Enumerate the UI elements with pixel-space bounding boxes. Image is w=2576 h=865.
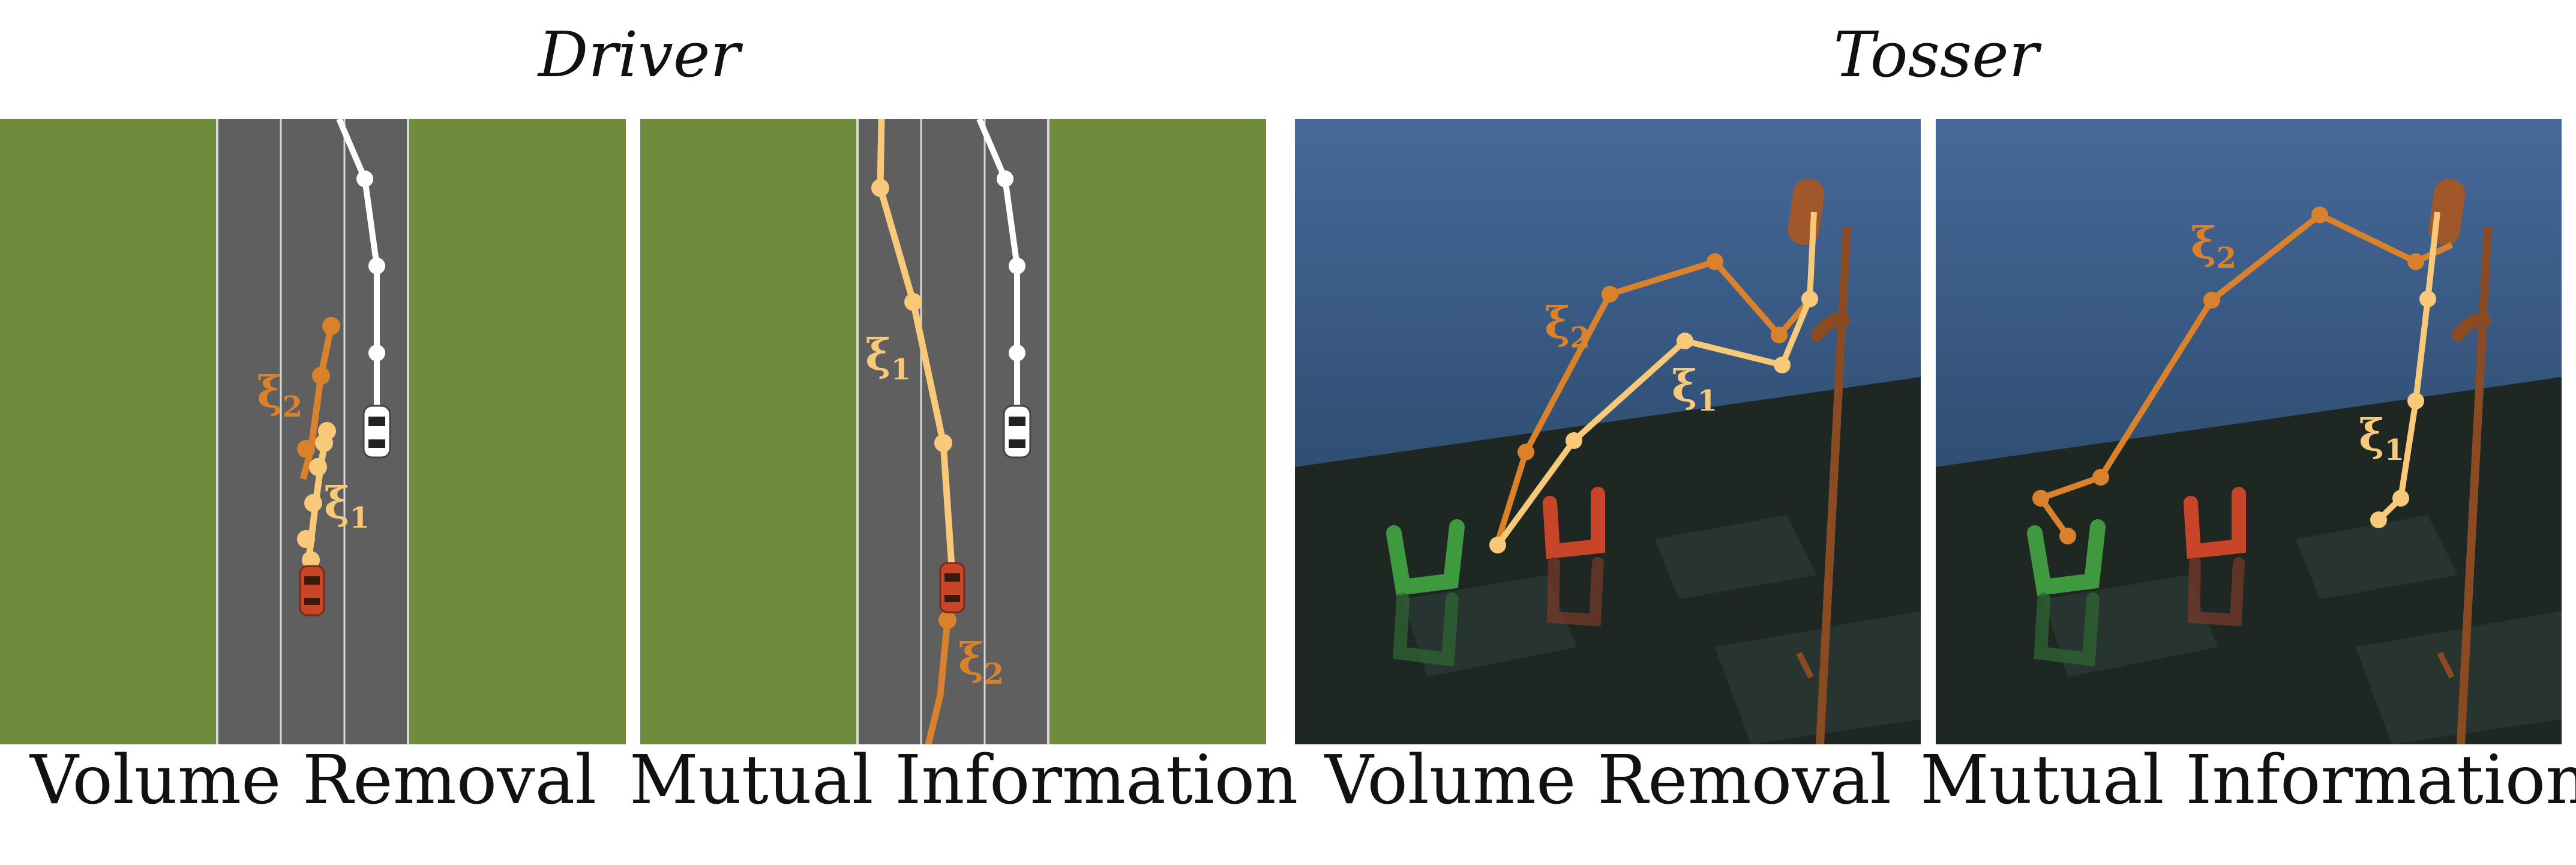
xi1-waypoints: [871, 179, 952, 452]
red-basket: [1543, 487, 1605, 559]
robot-arm: [1788, 179, 1851, 744]
tosser-mutual-information-panel: ξ2 ξ1: [1936, 119, 2562, 744]
xi2-waypoints: [2032, 206, 2424, 544]
floor-tile: [1715, 611, 1921, 744]
floor-tile: [2356, 611, 2562, 744]
xi2-waypoints: [938, 611, 956, 629]
caption-driver-mutual-information: Mutual Information: [629, 741, 1299, 819]
robot-car-icon: [299, 565, 325, 616]
xi1-label: ξ1: [324, 477, 370, 535]
tosser-volume-removal-panel: ξ2 ξ1: [1295, 119, 1921, 744]
human-car-waypoints: [997, 170, 1025, 361]
driver-volume-removal-panel: ξ2 ξ1: [0, 119, 626, 744]
xi1-waypoints: [1489, 291, 1818, 553]
tosser-group-title: Tosser: [1833, 18, 2039, 91]
xi1-label: ξ1: [1672, 360, 1717, 418]
xi2-label: ξ2: [958, 633, 1004, 691]
xi1-waypoints: [2370, 291, 2436, 528]
xi1-trajectory: [1495, 211, 1817, 547]
human-car-icon: [362, 405, 391, 459]
xi2-label: ξ2: [2191, 217, 2236, 275]
xi1-label: ξ1: [2359, 409, 2404, 467]
floor-tile: [2296, 515, 2458, 599]
xi2-waypoints: [297, 317, 340, 458]
caption-tosser-mutual-information: Mutual Information: [1920, 741, 2576, 819]
floor-tile: [1655, 515, 1817, 599]
green-basket: [2027, 519, 2106, 596]
red-basket-reflection: [2187, 557, 2245, 627]
xi1-waypoints: [297, 422, 336, 569]
xi2-label: ξ2: [1545, 297, 1590, 355]
xi2-waypoints: [1518, 253, 1788, 460]
green-basket-reflection: [1393, 592, 1459, 667]
caption-tosser-volume-removal: Volume Removal: [1324, 741, 1892, 819]
red-basket-reflection: [1546, 557, 1604, 627]
green-basket: [1386, 519, 1465, 596]
driver-mutual-information-panel: ξ1 ξ2: [640, 119, 1266, 744]
xi1-label: ξ1: [865, 329, 911, 387]
red-basket: [2184, 487, 2246, 559]
green-basket-reflection: [2034, 592, 2100, 667]
human-car-waypoints: [356, 170, 385, 361]
robot-car-icon: [939, 562, 965, 613]
xi2-trajectory: [299, 325, 335, 480]
caption-driver-volume-removal: Volume Removal: [29, 741, 597, 819]
driver-group-title: Driver: [538, 18, 740, 91]
xi2-label: ξ2: [257, 366, 302, 424]
human-car-icon: [1003, 405, 1031, 459]
